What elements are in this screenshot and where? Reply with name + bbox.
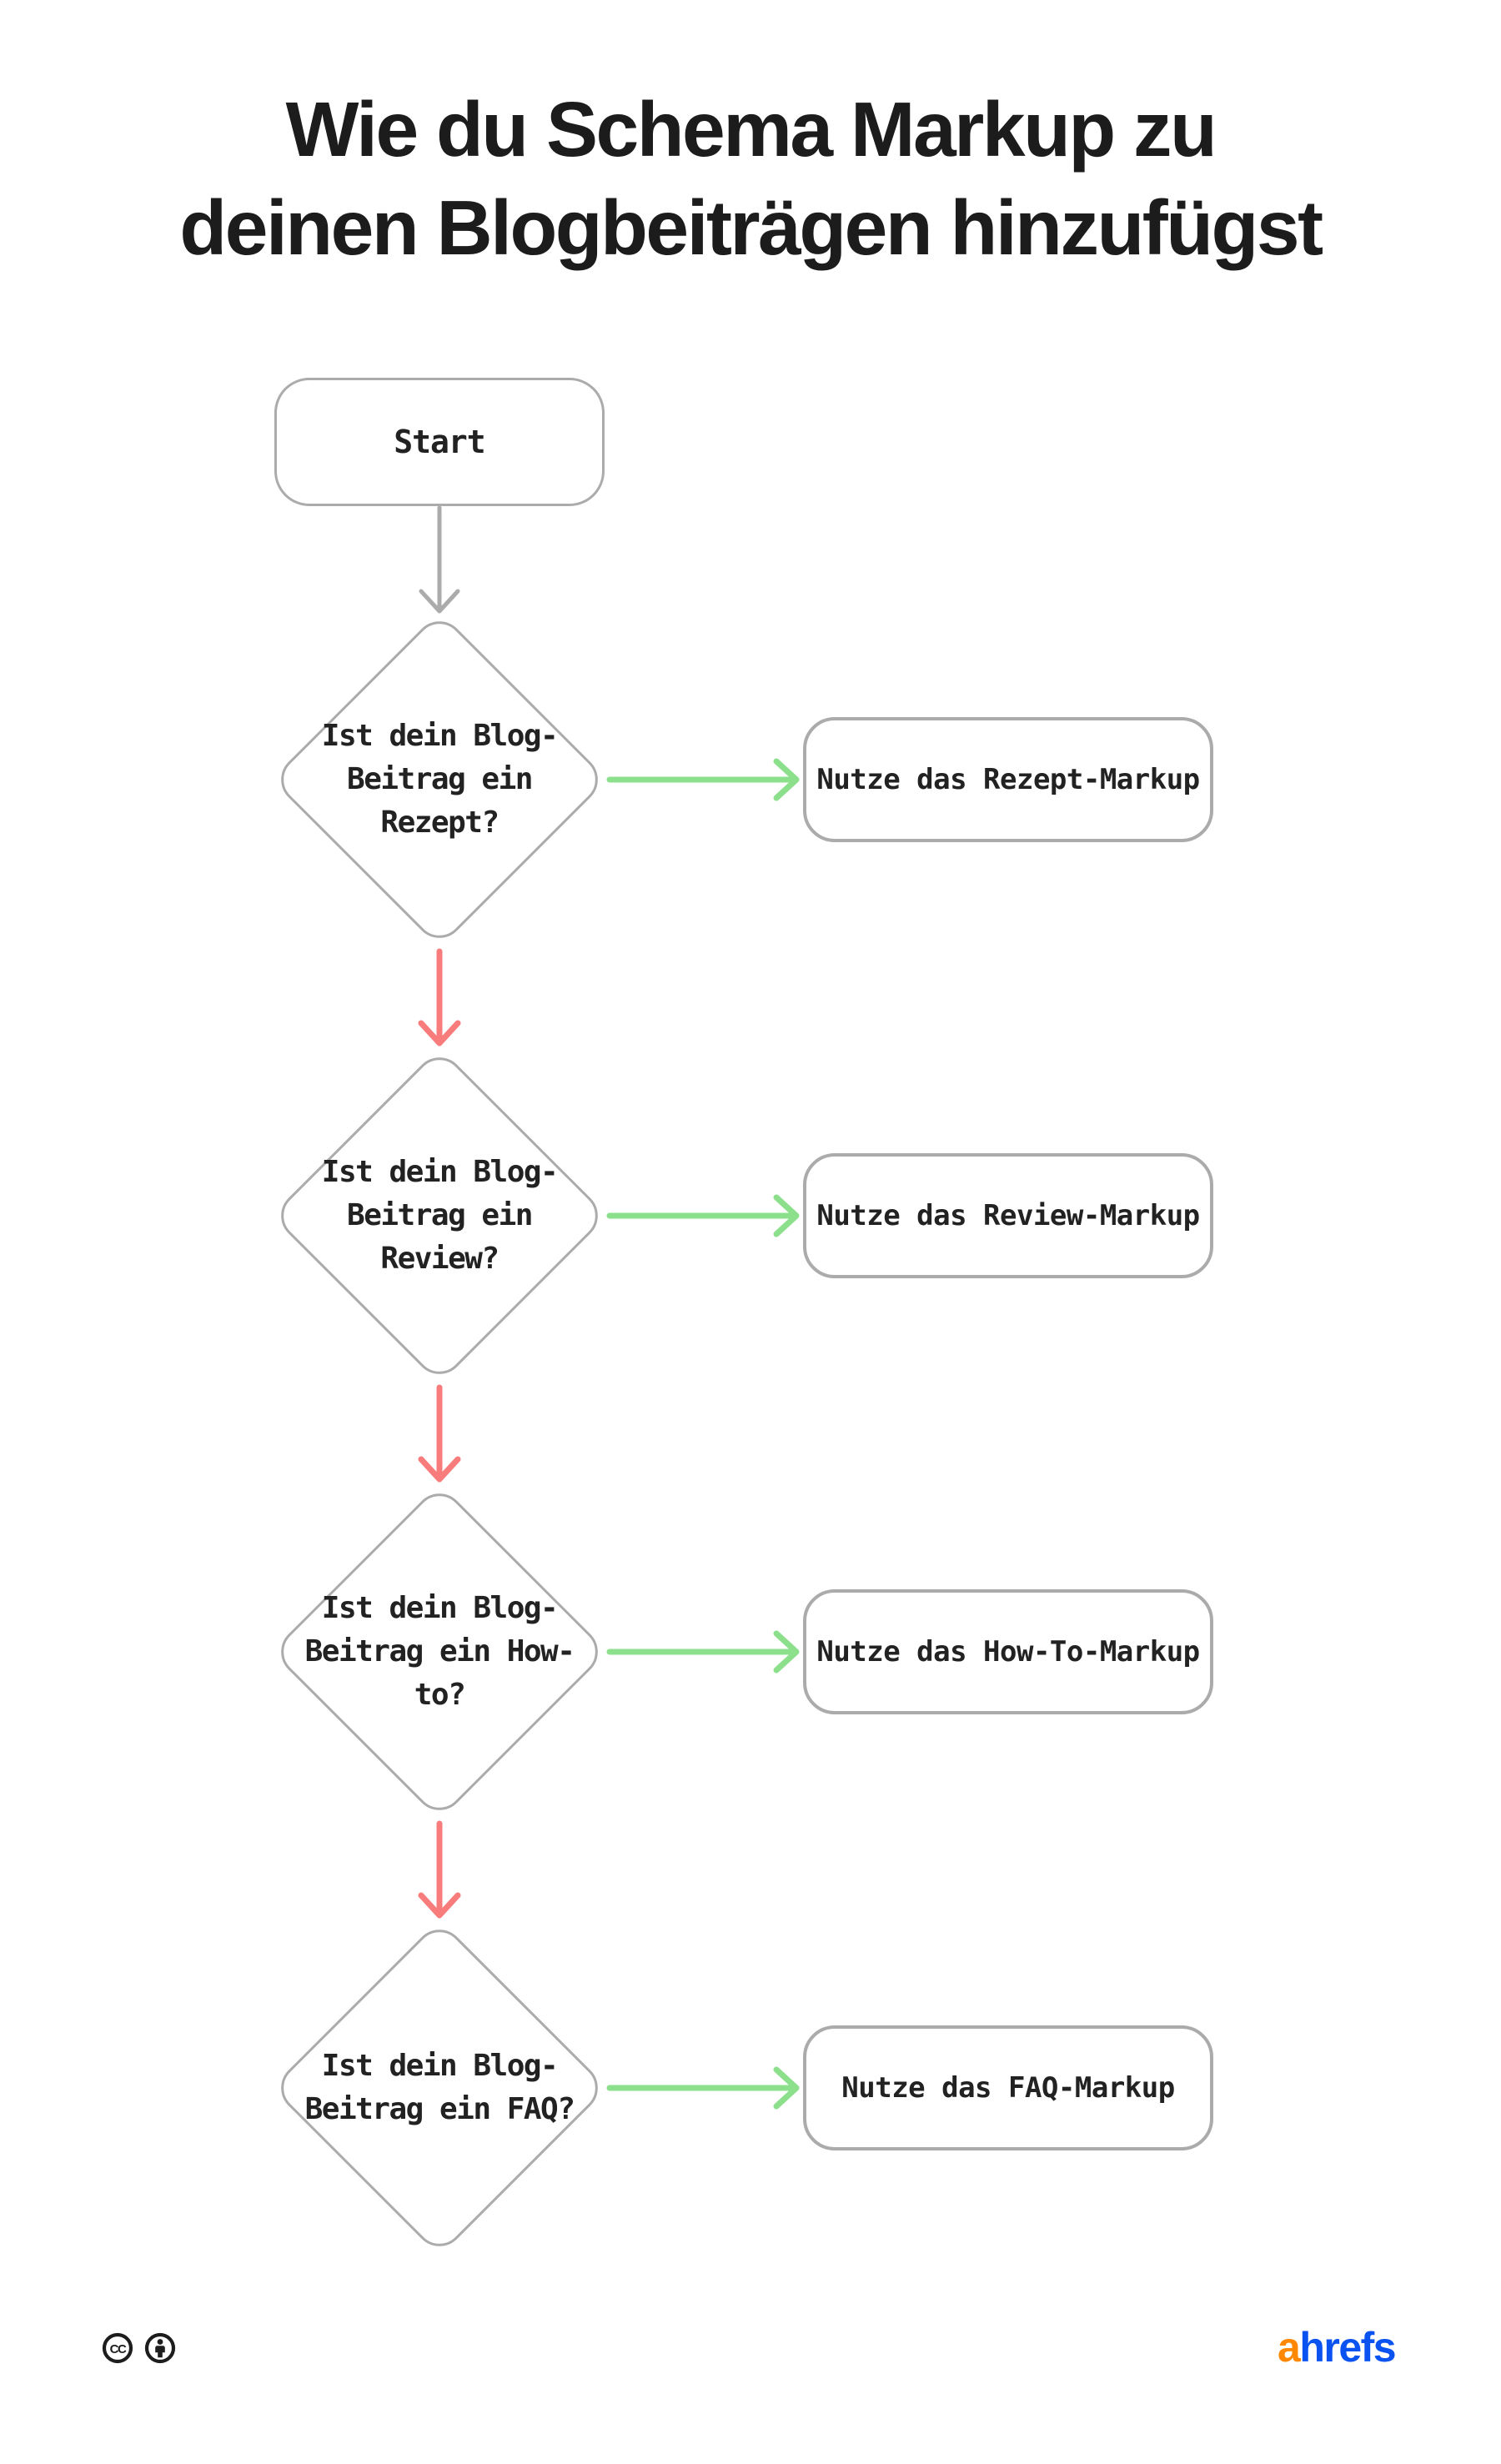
arrow-start-to-q1 — [419, 505, 460, 614]
result-node-rezept: Nutze das Rezept-Markup — [803, 717, 1213, 842]
result-node-label: Nutze das Review-Markup — [816, 1199, 1200, 1232]
cc-icon: CC — [102, 2332, 133, 2364]
attribution-icon — [144, 2332, 176, 2364]
arrow-q1-yes — [606, 758, 800, 801]
start-node: Start — [274, 378, 605, 506]
decision-question: Ist dein Blog-Beitrag ein How-to? — [271, 1483, 608, 1820]
result-node-label: Nutze das FAQ-Markup — [841, 2071, 1175, 2105]
arrow-q2-no — [418, 1384, 461, 1483]
page-title-line-1: Wie du Schema Markup zu — [285, 86, 1217, 173]
start-node-label: Start — [394, 424, 485, 460]
decision-question-text: Ist dein Blog-Beitrag ein FAQ? — [304, 2049, 575, 2126]
ahrefs-logo-a: a — [1278, 2324, 1301, 2371]
arrow-q3-no — [418, 1820, 461, 1919]
svg-text:CC: CC — [110, 2342, 127, 2356]
arrow-q3-yes — [606, 1630, 800, 1674]
decision-question: Ist dein Blog-Beitrag ein Rezept? — [271, 611, 608, 948]
decision-node-howto: Ist dein Blog-Beitrag ein How-to? — [270, 1483, 609, 1821]
result-node-label: Nutze das How-To-Markup — [816, 1635, 1200, 1669]
arrow-q4-yes — [606, 2066, 800, 2110]
decision-node-rezept: Ist dein Blog-Beitrag ein Rezept? — [270, 610, 609, 949]
decision-question: Ist dein Blog-Beitrag ein FAQ? — [271, 1920, 608, 2256]
decision-node-faq: Ist dein Blog-Beitrag ein FAQ? — [270, 1919, 609, 2257]
arrow-q1-no — [418, 948, 461, 1046]
result-node-label: Nutze das Rezept-Markup — [816, 763, 1200, 796]
arrow-q2-yes — [606, 1194, 800, 1237]
page-title-line-2: deinen Blogbeiträgen hinzufügst — [179, 184, 1323, 271]
ahrefs-logo: ahrefs — [1278, 2324, 1397, 2371]
ahrefs-logo-hrefs: hrefs — [1299, 2324, 1396, 2371]
page-title: Wie du Schema Markup zu deinen Blogbeitr… — [0, 80, 1501, 277]
decision-question-text: Ist dein Blog-Beitrag ein Rezept? — [321, 719, 559, 840]
license-icons: CC — [102, 2332, 176, 2364]
result-node-faq: Nutze das FAQ-Markup — [803, 2025, 1213, 2150]
result-node-howto: Nutze das How-To-Markup — [803, 1589, 1213, 1714]
decision-question-text: Ist dein Blog-Beitrag ein Review? — [321, 1155, 559, 1276]
result-node-review: Nutze das Review-Markup — [803, 1153, 1213, 1278]
decision-question: Ist dein Blog-Beitrag ein Review? — [271, 1047, 608, 1384]
decision-node-review: Ist dein Blog-Beitrag ein Review? — [270, 1046, 609, 1385]
decision-question-text: Ist dein Blog-Beitrag ein How-to? — [304, 1591, 575, 1712]
